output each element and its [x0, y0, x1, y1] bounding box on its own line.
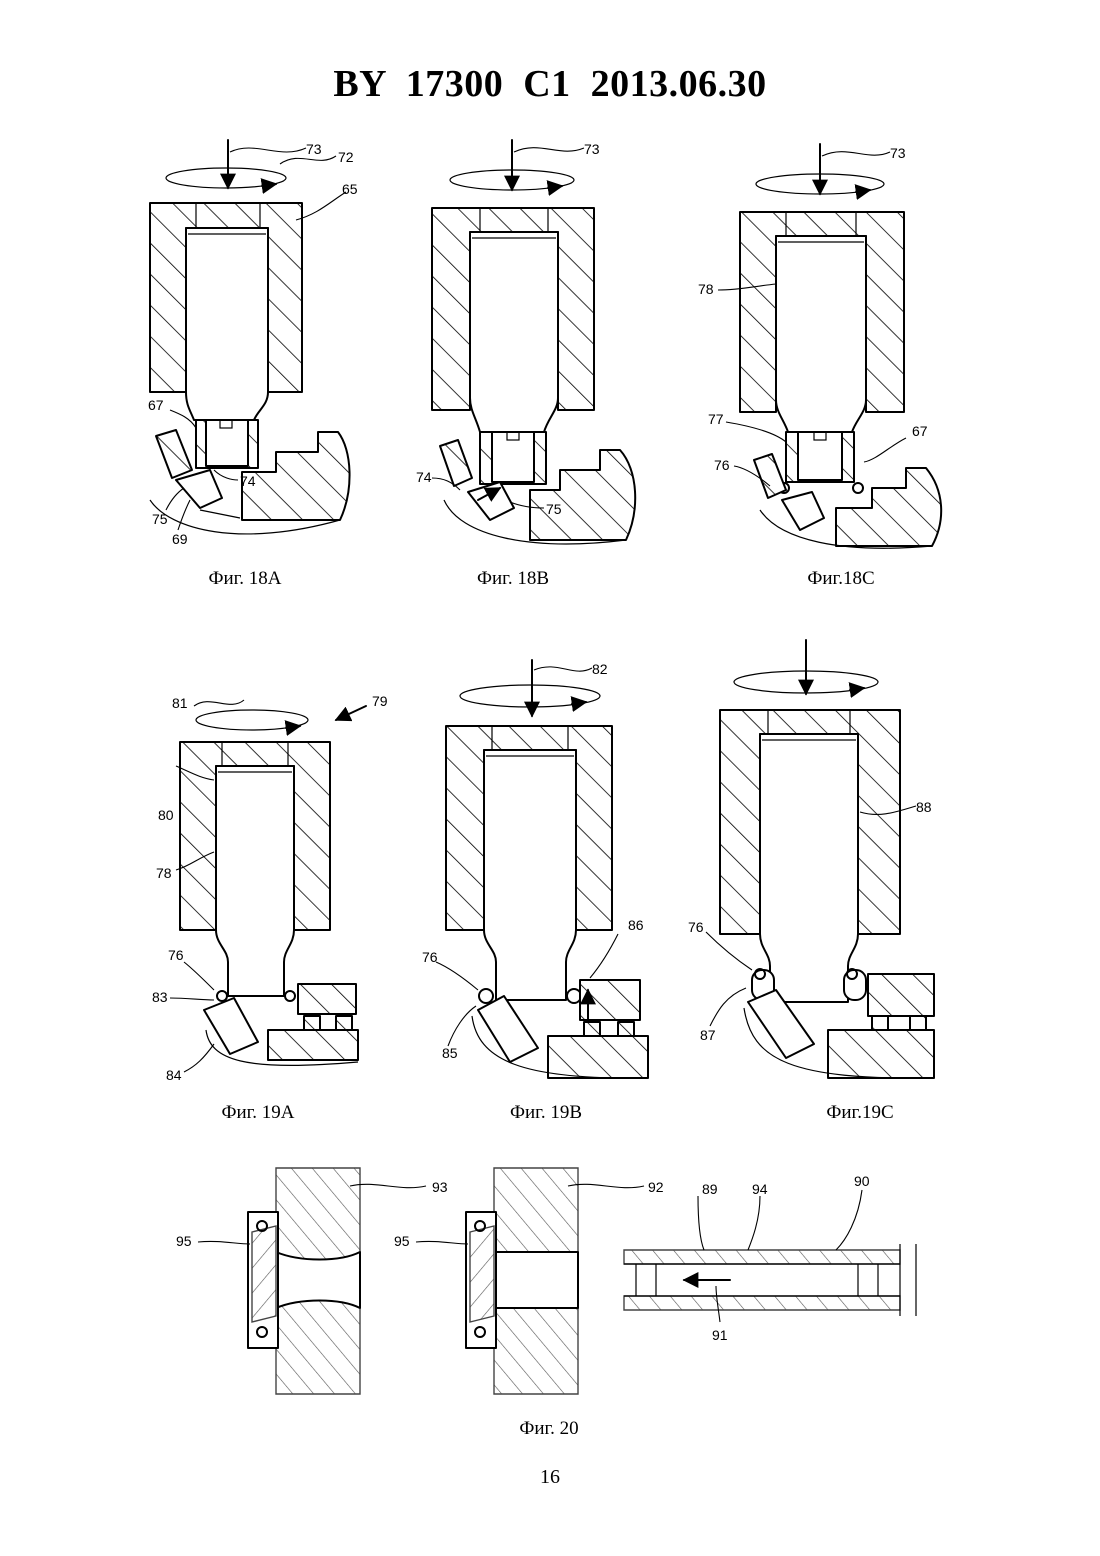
- label-93: 93: [432, 1179, 448, 1195]
- figure-19c: 88 76 87 Фиг.19C: [688, 640, 934, 1123]
- figure-20: 93 95 92 95 89 94 90 91 Фиг. 20: [176, 1168, 916, 1439]
- figure-19b: 82 86 76 85 Фиг. 19B: [422, 660, 648, 1123]
- label-91: 91: [712, 1327, 728, 1343]
- label-95: 95: [394, 1233, 410, 1249]
- figure-18c: 73 78 77 67 76 Фиг.18C: [698, 144, 941, 589]
- label-84: 84: [166, 1067, 182, 1083]
- label-67: 67: [148, 397, 164, 413]
- page-number: 16: [0, 1466, 1100, 1489]
- label-87: 87: [700, 1027, 716, 1043]
- label-76: 76: [688, 919, 704, 935]
- label-65: 65: [342, 181, 358, 197]
- figure-18b: 73 74 75 Фиг. 18B: [416, 140, 635, 589]
- label-75: 75: [152, 511, 168, 527]
- label-73: 73: [890, 145, 906, 161]
- caption-fig-18a: Фиг. 18A: [208, 568, 281, 589]
- label-82: 82: [592, 661, 608, 677]
- caption-fig-19a: Фиг. 19A: [221, 1102, 294, 1123]
- label-76: 76: [422, 949, 438, 965]
- label-92: 92: [648, 1179, 664, 1195]
- label-78: 78: [156, 865, 172, 881]
- label-74: 74: [240, 473, 256, 489]
- caption-fig-20: Фиг. 20: [519, 1418, 578, 1439]
- label-78: 78: [698, 281, 714, 297]
- label-67: 67: [912, 423, 928, 439]
- label-74: 74: [416, 469, 432, 485]
- label-73: 73: [306, 141, 322, 157]
- figure-18a: 73 72 65 67 74 75 69 Фиг. 18A: [148, 140, 358, 589]
- caption-fig-18c: Фиг.18C: [807, 568, 874, 589]
- caption-fig-19b: Фиг. 19B: [510, 1102, 582, 1123]
- caption-fig-19c: Фиг.19C: [826, 1102, 893, 1123]
- label-69: 69: [172, 531, 188, 547]
- label-79: 79: [372, 693, 388, 709]
- label-85: 85: [442, 1045, 458, 1061]
- label-72: 72: [338, 149, 354, 165]
- label-89: 89: [702, 1181, 718, 1197]
- caption-fig-18b: Фиг. 18B: [477, 568, 549, 589]
- label-80: 80: [158, 807, 174, 823]
- label-94: 94: [752, 1181, 768, 1197]
- label-86: 86: [628, 917, 644, 933]
- label-90: 90: [854, 1173, 870, 1189]
- label-77: 77: [708, 411, 724, 427]
- label-75: 75: [546, 501, 562, 517]
- label-76: 76: [168, 947, 184, 963]
- label-81: 81: [172, 695, 188, 711]
- label-95: 95: [176, 1233, 192, 1249]
- label-83: 83: [152, 989, 168, 1005]
- label-73: 73: [584, 141, 600, 157]
- label-88: 88: [916, 799, 932, 815]
- label-76: 76: [714, 457, 730, 473]
- figure-19a: 81 79 80 78 76 83 84 Фиг. 19A: [152, 693, 388, 1123]
